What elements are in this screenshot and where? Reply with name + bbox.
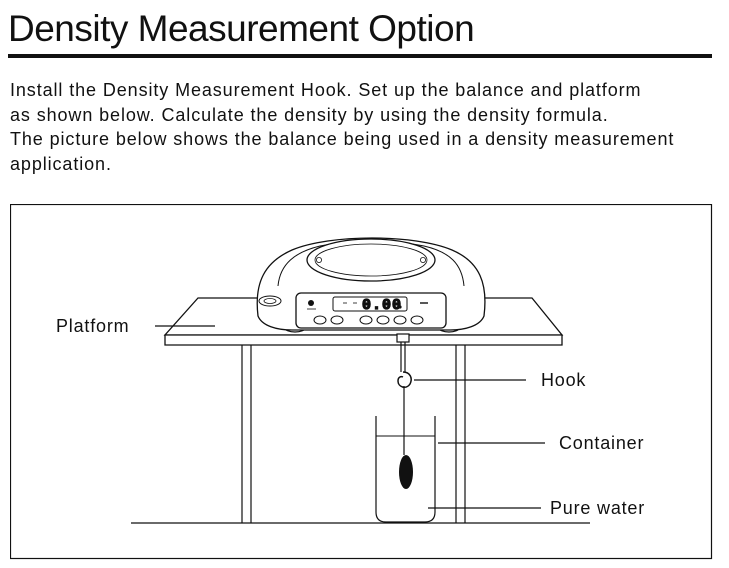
page-title: Density Measurement Option [8, 8, 475, 49]
platform-legs [241, 345, 466, 523]
intro-line: The picture below shows the balance bein… [10, 129, 675, 149]
figure-frame [10, 204, 713, 560]
label-pure-water: Pure water [550, 498, 645, 518]
label-platform: Platform [56, 316, 129, 336]
leader-lines [155, 325, 545, 509]
intro-paragraph: Install the Density Measurement Hook. Se… [10, 78, 722, 176]
sample-object [399, 455, 413, 489]
display-readout: 0.00 [362, 297, 402, 314]
balance: 0.00 [256, 237, 486, 333]
intro-line: Install the Density Measurement Hook. Se… [10, 80, 642, 100]
hook-assembly [396, 333, 412, 455]
intro-line: application. [10, 153, 112, 174]
intro-line: as shown below. Calculate the density by… [10, 104, 609, 125]
container [375, 416, 436, 523]
title-underline [8, 54, 712, 58]
label-hook: Hook [541, 370, 586, 390]
label-container: Container [559, 433, 644, 453]
density-setup-illustration: 0.00 Platform Hook Container Pure water [10, 204, 713, 560]
